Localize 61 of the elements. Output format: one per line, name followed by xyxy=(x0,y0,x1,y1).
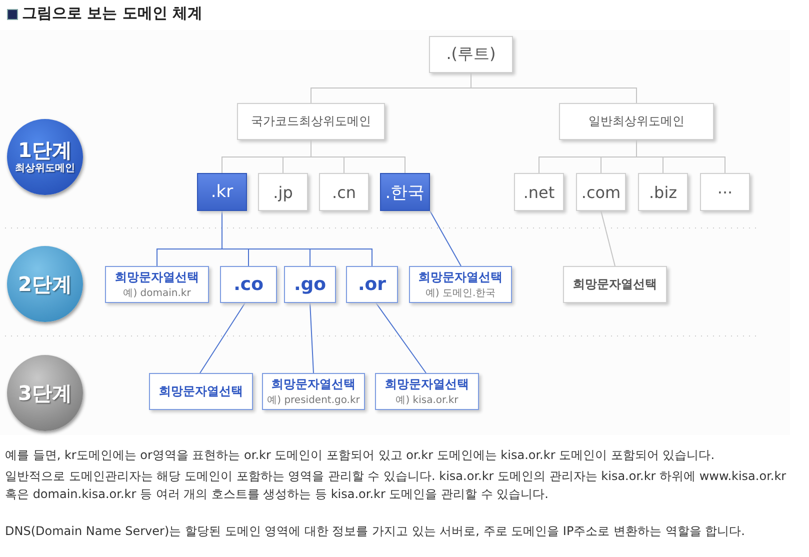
domain-box xyxy=(638,173,688,211)
level-label: 3단계 xyxy=(18,382,72,404)
domain-label: .jp xyxy=(273,182,293,202)
domain-label: 희망문자열선택 xyxy=(418,269,502,286)
example-text: 예) president.go.kr xyxy=(267,394,360,407)
level-caption: 최상위도메인 xyxy=(15,162,75,175)
highlighted-domain-box xyxy=(197,173,247,211)
connector-line xyxy=(470,72,637,104)
domain-label: ··· xyxy=(717,182,733,202)
example-text: 예) kisa.or.kr xyxy=(396,394,458,407)
paragraph: 예를 들면, kr도메인에는 or영역을 표현하는 or.kr 도메인이 포함되어 있고 or.kr 도메인에는 kisa.or.kr 도메인이 포함되어 있습니다. xyxy=(5,447,716,464)
domain-box xyxy=(284,266,336,303)
domain-box xyxy=(700,173,750,211)
connector-line xyxy=(222,210,372,266)
connector-line xyxy=(310,140,406,174)
domain-box xyxy=(220,266,277,303)
domain-label: 희망문자열선택 xyxy=(115,269,199,286)
domain-label: 희망문자열선택 xyxy=(385,376,469,393)
example-text: 예) 도메인.한국 xyxy=(425,287,496,300)
domain-label: .co xyxy=(234,274,264,295)
domain-box xyxy=(258,173,308,211)
paragraph: 일반적으로 도메인관리자는 해당 도메인이 포함하는 영역을 관리할 수 있습니다. kisa.or.kr 도메인의 관리자는 kisa.or.kr 하위에 www.kisa.or.kr 혹은 domain.kisa.or.kr 등 여러 개의 호스트를 생성하는 등 kisa.or.kr 도메인을 관리할 수 있습니다. xyxy=(5,468,788,503)
domain-box xyxy=(319,173,369,211)
domain-label: .or xyxy=(358,274,386,295)
domain-label: .(루트) xyxy=(446,44,496,65)
domain-box xyxy=(429,36,513,73)
domain-label: .com xyxy=(581,182,621,202)
domain-box xyxy=(576,173,626,211)
domain-label: 희망문자열선택 xyxy=(159,383,243,400)
connector-line xyxy=(310,302,314,374)
domain-box xyxy=(105,266,209,303)
domain-box xyxy=(375,373,479,410)
example-text: 예) domain.kr xyxy=(123,287,191,300)
domain-label: 희망문자열선택 xyxy=(573,276,657,293)
connector-line xyxy=(430,210,462,266)
level-label: 1단계 xyxy=(18,139,72,161)
domain-label: .한국 xyxy=(385,182,425,204)
domain-label: .cn xyxy=(332,182,356,202)
connector-line xyxy=(600,210,616,266)
domain-label: 희망문자열선택 xyxy=(272,376,356,393)
domain-box xyxy=(514,173,564,211)
domain-box xyxy=(563,266,667,303)
domain-label: .kr xyxy=(210,182,234,202)
domain-box xyxy=(409,266,512,303)
domain-label: .go xyxy=(294,274,326,295)
connector-line xyxy=(376,302,426,374)
domain-label: 일반최상위도메인 xyxy=(588,113,684,130)
domain-label: .biz xyxy=(648,182,678,202)
domain-label: .net xyxy=(523,182,555,202)
domain-box xyxy=(559,103,714,140)
highlighted-domain-box xyxy=(380,173,430,211)
domain-label: 국가코드최상위도메인 xyxy=(251,113,371,130)
domain-box xyxy=(149,373,253,410)
domain-box xyxy=(237,103,385,140)
level-label: 2단계 xyxy=(18,273,72,295)
domain-box xyxy=(262,373,365,410)
title: 그림으로 보는 도메인 체계 xyxy=(22,4,203,23)
paragraph: DNS(Domain Name Server)는 할당된 도메인 영역에 대한 정보를 가지고 있는 서버로, 주로 도메인을 IP주소로 변환하는 역할을 합니다. xyxy=(5,523,746,540)
connector-line xyxy=(636,140,726,174)
domain-box xyxy=(346,266,398,303)
connector-line xyxy=(200,302,246,374)
